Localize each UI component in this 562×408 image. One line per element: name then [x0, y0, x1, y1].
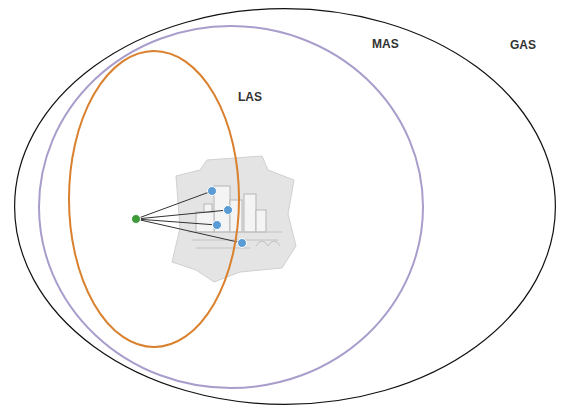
map-patch [172, 156, 296, 282]
area-ellipse: GAS MAS LAS [14, 8, 556, 405]
area-label: LAS [238, 90, 262, 104]
link-lines [136, 191, 242, 243]
source-dot [132, 215, 141, 224]
ellipse-outline [38, 25, 424, 389]
sensor-dots [208, 187, 247, 248]
area-ellipse: MAS LAS [38, 25, 424, 389]
ellipse-outline [14, 8, 556, 405]
ellipse-outline [68, 50, 240, 348]
area-ellipse: LAS [68, 50, 240, 348]
area-label: MAS [372, 37, 399, 51]
area-label: GAS [510, 38, 536, 52]
